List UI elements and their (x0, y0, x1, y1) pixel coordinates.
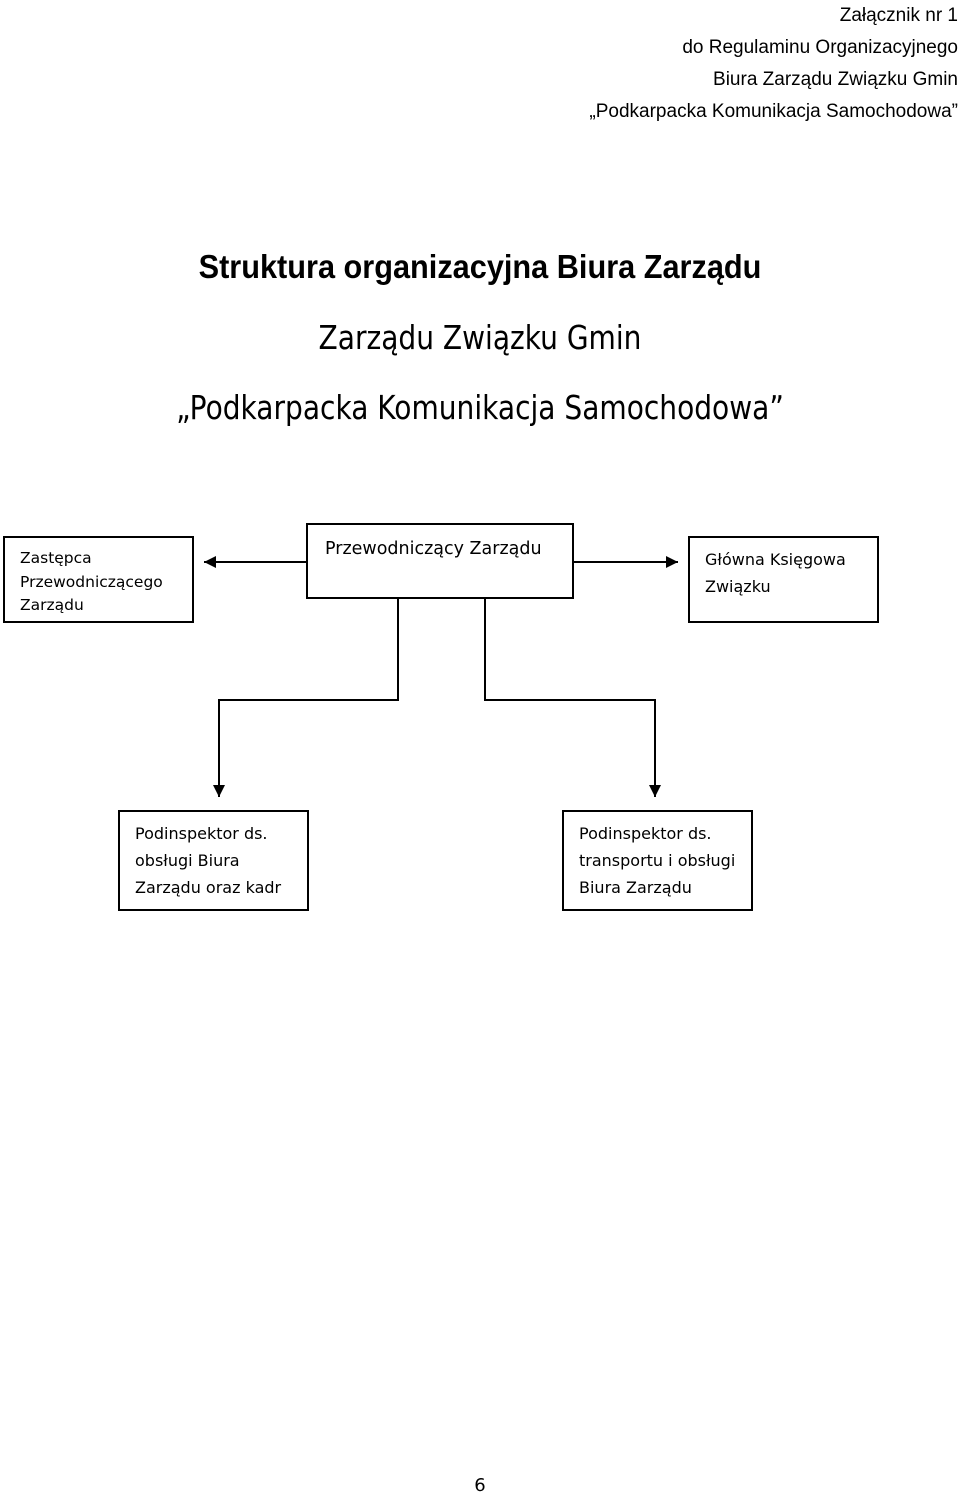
connector-chairman-to-office-inspector (213, 599, 399, 797)
deputy-chairman-box: Zastępca Przewodniczącego Zarządu (3, 536, 194, 623)
document-subtitle-line2: „Podkarpacka Komunikacja Samochodowa” (176, 388, 784, 427)
annex-line: do Regulaminu Organizacyjnego (682, 37, 958, 58)
box-line: Główna Księgowa (705, 550, 846, 569)
annex-line: „Podkarpacka Komunikacja Samochodowa” (589, 101, 958, 122)
annex-line: Załącznik nr 1 (839, 5, 958, 26)
chief-accountant-box: Główna Księgowa Związku (688, 536, 879, 623)
box-line: Podinspektor ds. (579, 824, 712, 843)
box-line: Przewodniczącego (20, 572, 163, 591)
box-line: Biura Zarządu (579, 878, 692, 897)
document-subtitle-line1: Zarządu Związku Gmin (318, 318, 642, 357)
box-line: Zarządu oraz kadr (135, 878, 282, 897)
transport-inspector-box: Podinspektor ds. transportu i obsługi Bi… (562, 810, 753, 911)
annex-header: Załącznik nr 1 do Regulaminu Organizacyj… (589, 0, 958, 128)
box-line: Związku (705, 577, 771, 596)
box-line: transportu i obsługi (579, 851, 736, 870)
annex-line: Biura Zarządu Związku Gmin (713, 69, 958, 90)
box-line: Podinspektor ds. (135, 824, 268, 843)
box-line: Zarządu (20, 596, 84, 614)
box-line: Zastępca (20, 549, 92, 567)
box-line: Przewodniczący Zarządu (325, 539, 542, 559)
office-inspector-box: Podinspektor ds. obsługi Biura Zarządu o… (118, 810, 309, 911)
document-title: Struktura organizacyjna Biura Zarządu (198, 248, 762, 285)
connector-chairman-to-transport-inspector (484, 599, 661, 797)
chairman-box: Przewodniczący Zarządu (306, 523, 574, 599)
page-number: 6 (474, 1475, 486, 1496)
box-line: obsługi Biura (135, 851, 240, 870)
